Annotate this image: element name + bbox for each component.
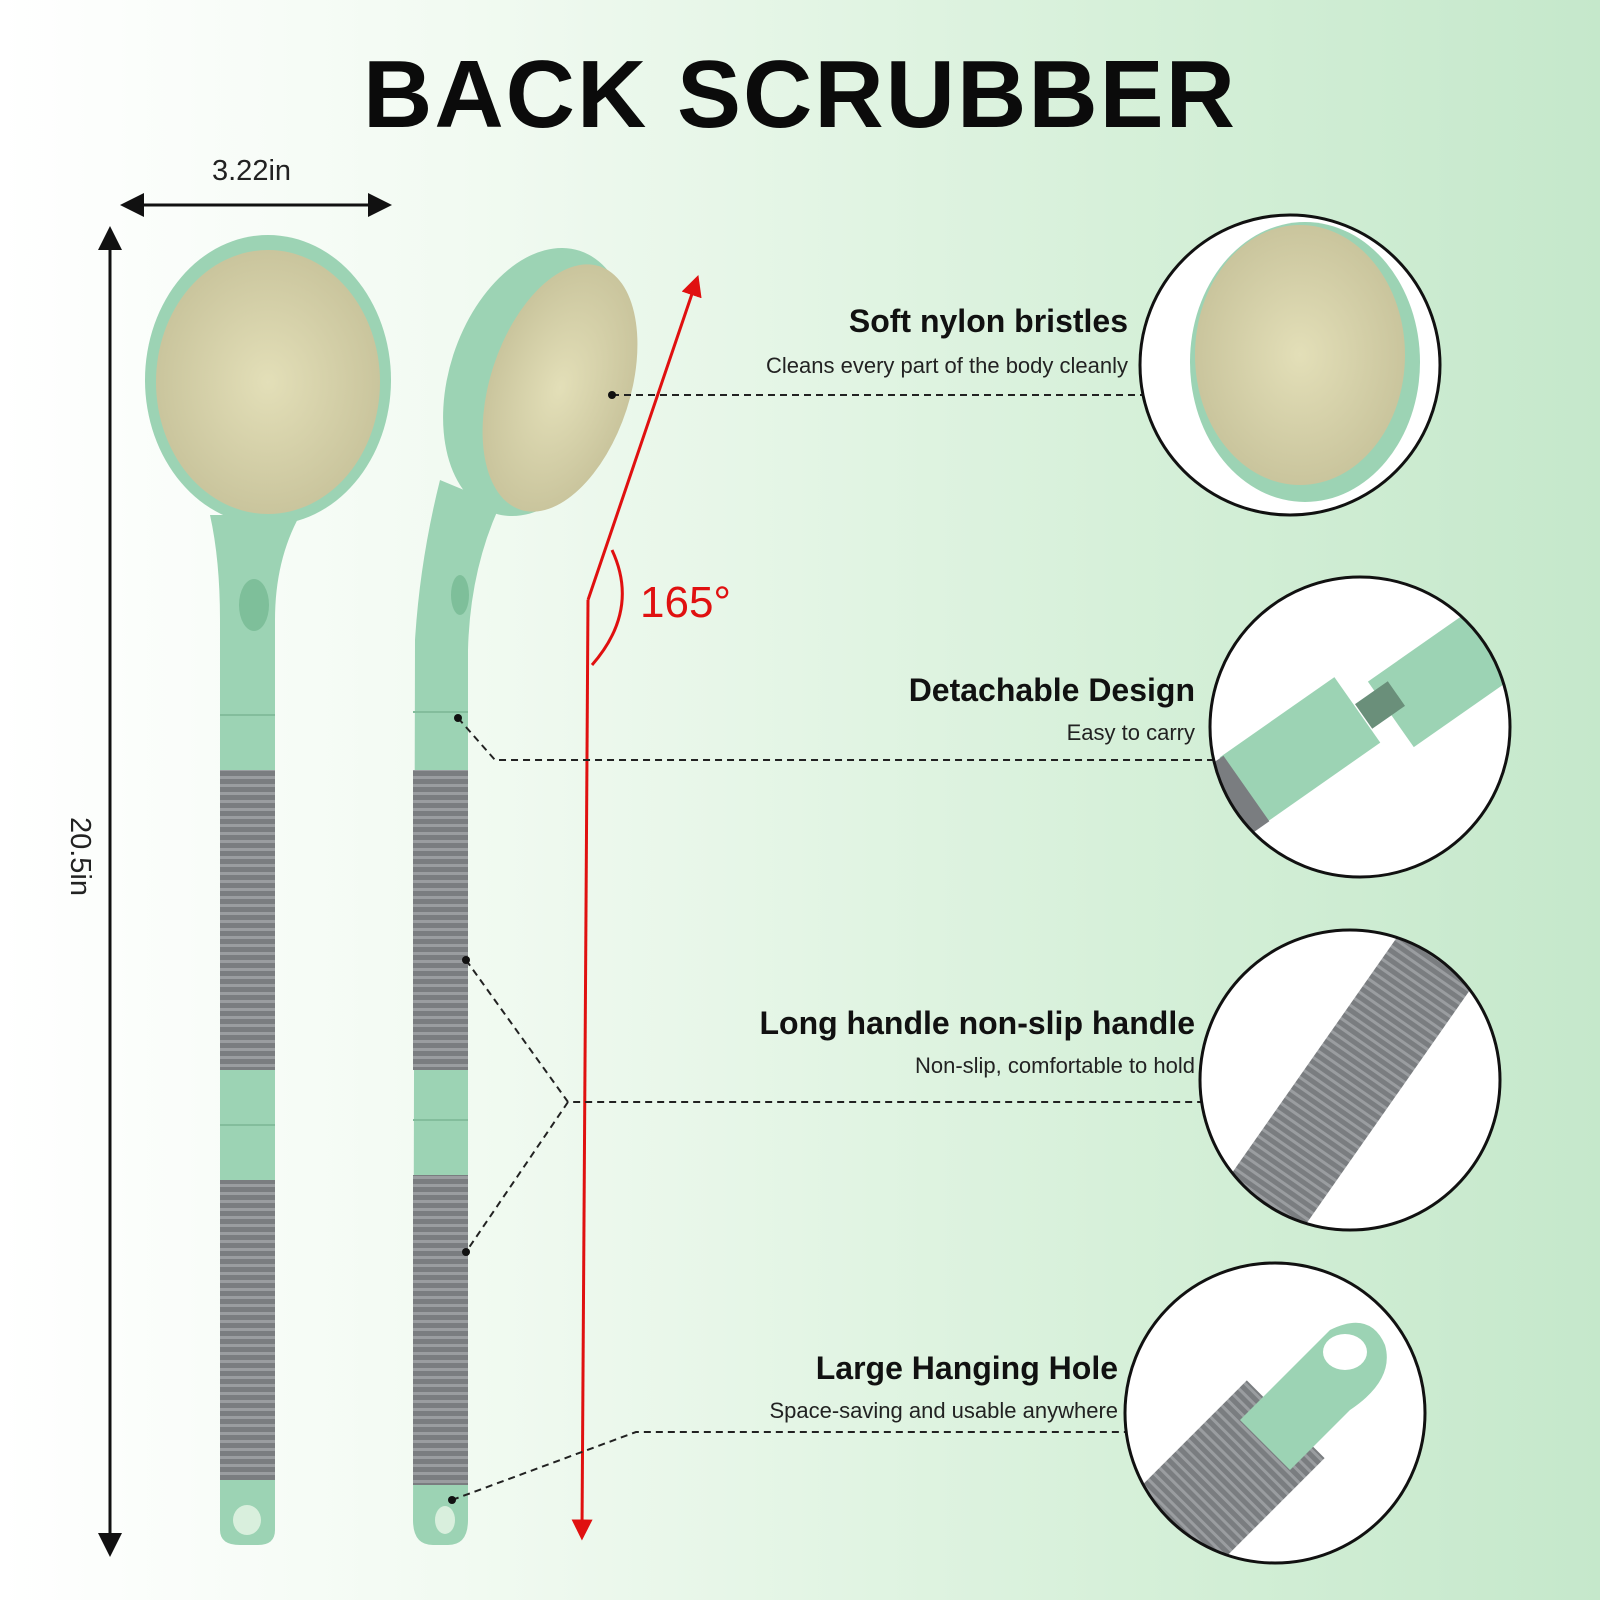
brush-side-view (413, 247, 638, 1545)
feature-title-detachable: Detachable Design (908, 672, 1195, 708)
length-label: 20.5in (64, 816, 97, 897)
detail-joint (1208, 575, 1512, 879)
angle-label: 165° (640, 578, 732, 627)
feature-title-handle: Long handle non-slip handle (759, 1005, 1195, 1041)
feature-desc-detachable: Easy to carry (1066, 720, 1195, 745)
angle-line-upper (586, 275, 702, 601)
brush-front-view (145, 235, 391, 1545)
angle-line-lower (571, 599, 593, 1541)
feature-title-bristles: Soft nylon bristles (848, 303, 1128, 339)
detail-hanging-hole (1123, 1261, 1427, 1565)
detail-handle (1198, 928, 1502, 1232)
feature-desc-handle: Non-slip, comfortable to hold (914, 1053, 1195, 1078)
feature-desc-bristles: Cleans every part of the body cleanly (766, 353, 1128, 378)
callout-lines (451, 394, 1232, 1501)
feature-title-hanging-hole: Large Hanging Hole (815, 1350, 1118, 1386)
feature-desc-hanging-hole: Space-saving and usable anywhere (769, 1398, 1118, 1423)
width-label: 3.22in (212, 155, 292, 187)
page-title: BACK SCRUBBER (362, 41, 1237, 148)
angle-arc (590, 549, 624, 666)
detail-bristles (1138, 213, 1442, 517)
